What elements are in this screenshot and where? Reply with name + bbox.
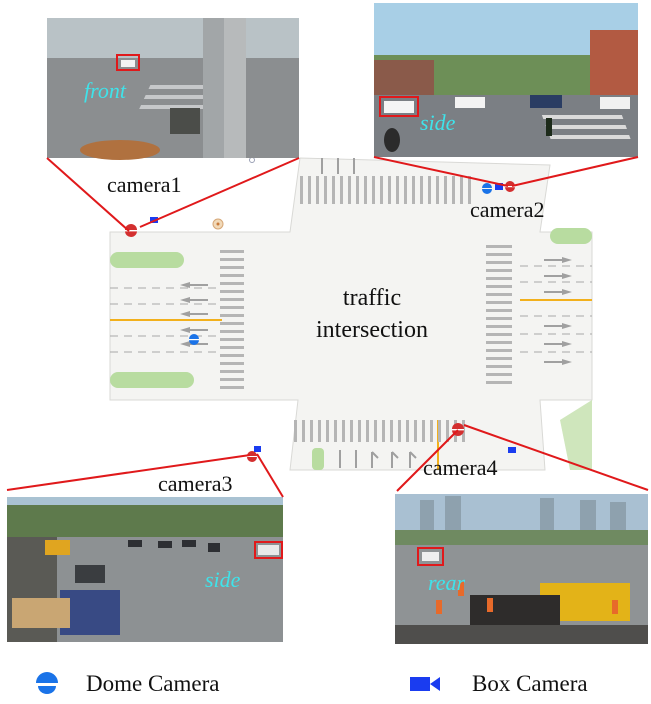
legend-box-label: Box Camera [472, 671, 588, 696]
camera2-label: camera2 [470, 197, 545, 222]
camera2-view-image [374, 3, 638, 157]
camera3-marker [247, 446, 261, 462]
dome-camera-icon [189, 334, 199, 345]
dome-camera-icon [36, 672, 58, 694]
box-camera-icon [508, 447, 516, 453]
view-connector-lines [6, 156, 649, 498]
green-strip [550, 228, 592, 244]
camera4-label: camera4 [423, 455, 498, 480]
camera2-marker [482, 181, 515, 194]
camera4-marker [452, 423, 464, 436]
highlight-box [254, 541, 283, 559]
highlight-box [379, 96, 419, 117]
highlight-box [116, 54, 140, 71]
camera1-view-tag: front [84, 78, 126, 103]
intersection-label: traffic intersection [288, 282, 456, 346]
green-strip [312, 448, 324, 470]
intersection-label-line1: traffic [342, 285, 402, 311]
box-camera-icon [410, 677, 440, 691]
camera3-label: camera3 [158, 471, 233, 496]
camera4-view-image [395, 494, 648, 644]
camera2-view-tag: side [420, 110, 456, 135]
camera3-view-image [7, 497, 283, 642]
green-strip [110, 372, 194, 388]
intersection-map [109, 157, 593, 471]
camera3-view-tag: side [205, 567, 241, 592]
green-area [560, 400, 592, 470]
intersection-label-line2: intersection [316, 317, 428, 343]
camera4-view-tag: rear [428, 570, 466, 595]
camera1-view-image [47, 18, 299, 160]
green-strip [110, 252, 184, 268]
legend-dome-label: Dome Camera [86, 671, 220, 696]
highlight-box [417, 547, 444, 566]
camera1-label: camera1 [107, 172, 182, 197]
